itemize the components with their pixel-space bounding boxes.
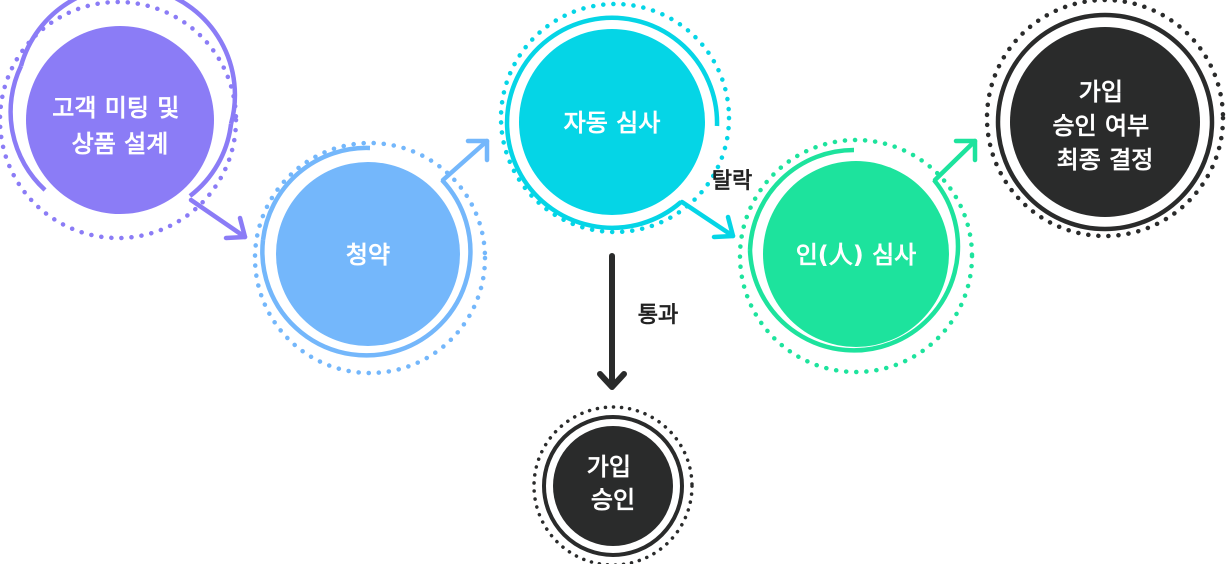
step-consult-solid-arc <box>18 0 238 125</box>
step-final: 가입 승인 여부 최종 결정 <box>984 0 1226 239</box>
step-apply-dotted-ring <box>252 140 488 376</box>
step-manual-label: 인(人) 심사 <box>796 241 917 269</box>
svg-text:청약: 청약 <box>346 241 390 269</box>
svg-text:고객 미팅 및 상품 설계: 고객 미팅 및 상품 설계 <box>52 94 187 158</box>
step-approved-solid-ring <box>542 415 684 557</box>
step-auto-circle <box>519 29 705 215</box>
step-approved-circle <box>553 426 673 546</box>
step-approved-dotted-ring <box>532 405 694 564</box>
step-approved: 가입 승인 <box>532 405 694 564</box>
step-consult-dotted-ring <box>0 0 239 241</box>
step-final-solid-ring <box>995 12 1215 232</box>
step-consult-solid-arc-lower <box>188 123 234 198</box>
step-consult-circle <box>26 26 214 214</box>
edge-label-pass: 통과 <box>638 303 678 328</box>
step-final-label-line2: 승인 여부 <box>1052 112 1149 140</box>
arrow-auto-to-manual <box>679 199 736 240</box>
step-final-dotted-ring <box>984 0 1226 239</box>
step-auto-solid-arc <box>504 15 720 231</box>
arrow-consult-to-apply <box>188 197 248 241</box>
step-apply-circle <box>276 162 460 346</box>
arrow-manual-to-final <box>932 138 978 183</box>
step-final-label-line1: 가입 <box>1079 78 1123 106</box>
step-apply-label: 청약 <box>346 241 390 269</box>
step-manual-circle <box>763 161 949 347</box>
step-apply: 청약 <box>252 140 488 376</box>
step-final-label-line3: 최종 결정 <box>1057 146 1154 174</box>
step-approved-label-line1: 가입 <box>587 453 631 481</box>
svg-text:자동 심사: 자동 심사 <box>564 109 661 137</box>
step-consult-label-line1: 고객 미팅 및 <box>52 94 179 122</box>
arrow-auto-to-approved <box>597 253 627 390</box>
step-consult: 고객 미팅 및 상품 설계 <box>0 0 239 241</box>
step-approved-label-line2: 승인 <box>591 486 635 514</box>
arrow-apply-to-auto <box>440 138 490 183</box>
step-manual: 인(人) 심사 <box>737 137 975 375</box>
step-consult-label-line2: 상품 설계 <box>72 130 169 158</box>
step-auto-dotted-ring <box>498 1 732 235</box>
step-auto-label: 자동 심사 <box>564 109 661 137</box>
step-apply-solid-arc <box>260 178 473 358</box>
step-consult-solid-arc-left <box>8 65 47 192</box>
step-manual-solid-arc-top <box>747 147 855 251</box>
edge-label-fail: 탈락 <box>712 169 752 194</box>
step-apply-solid-arc-top <box>260 145 371 241</box>
step-auto: 자동 심사 <box>498 1 732 235</box>
step-manual-solid-arc <box>747 178 961 353</box>
step-manual-dotted-ring <box>737 137 975 375</box>
svg-text:인(人) 심사: 인(人) 심사 <box>796 241 917 269</box>
svg-text:가입 승인: 가입 승인 <box>587 453 640 514</box>
svg-text:가입 승인 여부 최종 결정: 가입 승인 여부 최종 결정 <box>1052 78 1157 174</box>
step-final-circle <box>1010 27 1200 217</box>
